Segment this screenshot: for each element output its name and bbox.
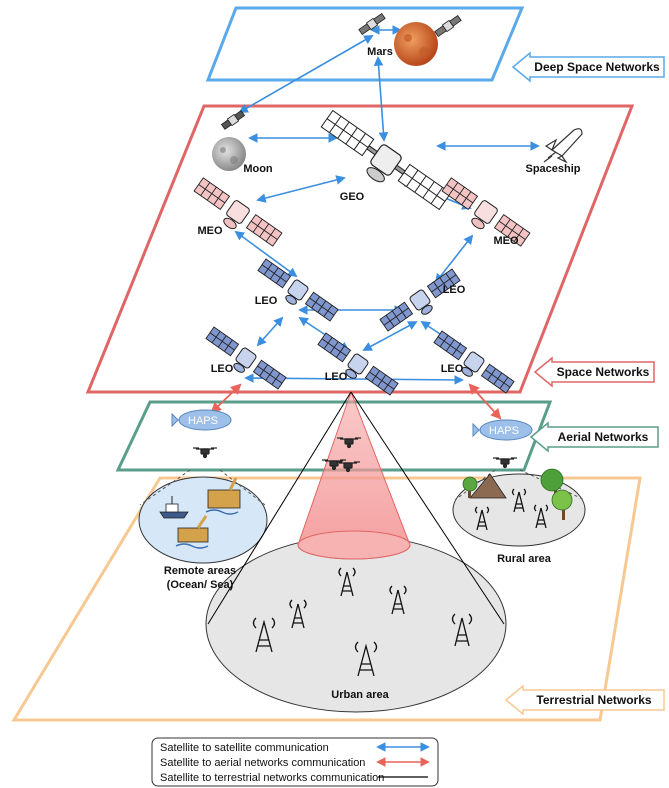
geo-label: GEO: [340, 191, 365, 203]
spaceship-icon: [543, 128, 583, 164]
cell-tower-icon: [252, 488, 549, 677]
terrestrial-tag: Terrestrial Networks: [504, 684, 665, 716]
legend-item-sat-terrestrial: Satellite to terrestrial networks commun…: [160, 772, 384, 784]
deep-space-plane: [205, 6, 525, 82]
geo-satellite-icon: [320, 109, 452, 211]
haps-right-icon: [472, 419, 533, 441]
moon-satellite-icon: [220, 110, 246, 130]
mars-icon: [394, 22, 438, 66]
leo-mid-left-satellite-icon: [257, 258, 339, 322]
mountain-icon: [469, 473, 507, 499]
mars-label: Mars: [367, 46, 393, 58]
leo-mid-right-label: LEO: [443, 284, 466, 296]
aerial-links: [210, 383, 502, 420]
deep-space-tag: Deep Space Networks: [511, 51, 665, 83]
leo-bottom-center-satellite-icon: [317, 332, 399, 396]
space-plane: [85, 104, 635, 394]
meo-left-label: MEO: [197, 225, 223, 237]
barge-icon: [175, 515, 209, 549]
terrestrial-label: Terrestrial Networks: [536, 693, 651, 707]
moon-label: Moon: [243, 163, 273, 175]
haps-left-icon: [171, 409, 232, 431]
leo-mid-right-satellite-icon: [379, 268, 461, 332]
legend: Satellite to satellite communication Sat…: [151, 737, 439, 787]
drone-icon: [193, 437, 517, 473]
rural-area-label: Rural area: [497, 553, 552, 565]
leo-mid-left-label: LEO: [255, 295, 278, 307]
meo-right-satellite-icon: [441, 177, 531, 247]
ship-icon: [159, 496, 189, 519]
haps-right-label: HAPS: [489, 425, 519, 437]
legend-item-sat-sat: Satellite to satellite communication: [160, 742, 329, 754]
mars-orbiter-icon: [434, 14, 462, 38]
leo-bottom-center-label: LEO: [325, 371, 348, 383]
deep-space-label: Deep Space Networks: [534, 60, 660, 74]
aerial-label: Aerial Networks: [558, 430, 649, 444]
terrestrial-link-left: [207, 391, 352, 625]
offshore-rig-icon: [205, 477, 241, 515]
aerial-tag: Aerial Networks: [529, 421, 659, 453]
legend-item-sat-aerial: Satellite to aerial networks communicati…: [160, 757, 365, 769]
spaceship-label: Spaceship: [525, 163, 580, 175]
leo-bottom-right-satellite-icon: [433, 330, 515, 394]
leo-bottom-right-label: LEO: [441, 363, 464, 375]
meo-right-label: MEO: [493, 235, 519, 247]
leo-bottom-left-label: LEO: [211, 363, 234, 375]
satellite-links: [234, 25, 540, 385]
aerial-plane: [115, 400, 553, 472]
terrestrial-link-right: [350, 391, 505, 625]
moon-icon: [212, 137, 246, 171]
space-tag: Space Networks: [533, 356, 655, 388]
tree-icon: [462, 468, 573, 520]
terrestrial-plane: [11, 476, 642, 722]
beam-footprint: [297, 530, 411, 560]
remote-area-label-line1: Remote areas: [164, 565, 236, 577]
space-label: Space Networks: [557, 365, 650, 379]
remote-area-label-line2: (Ocean/ Sea): [167, 579, 234, 591]
meo-left-satellite-icon: [193, 177, 283, 247]
urban-area-label: Urban area: [331, 689, 389, 701]
haps-left-label: HAPS: [188, 415, 218, 427]
mars-relay-satellite-icon: [358, 12, 386, 36]
leo-bottom-left-satellite-icon: [205, 326, 287, 390]
